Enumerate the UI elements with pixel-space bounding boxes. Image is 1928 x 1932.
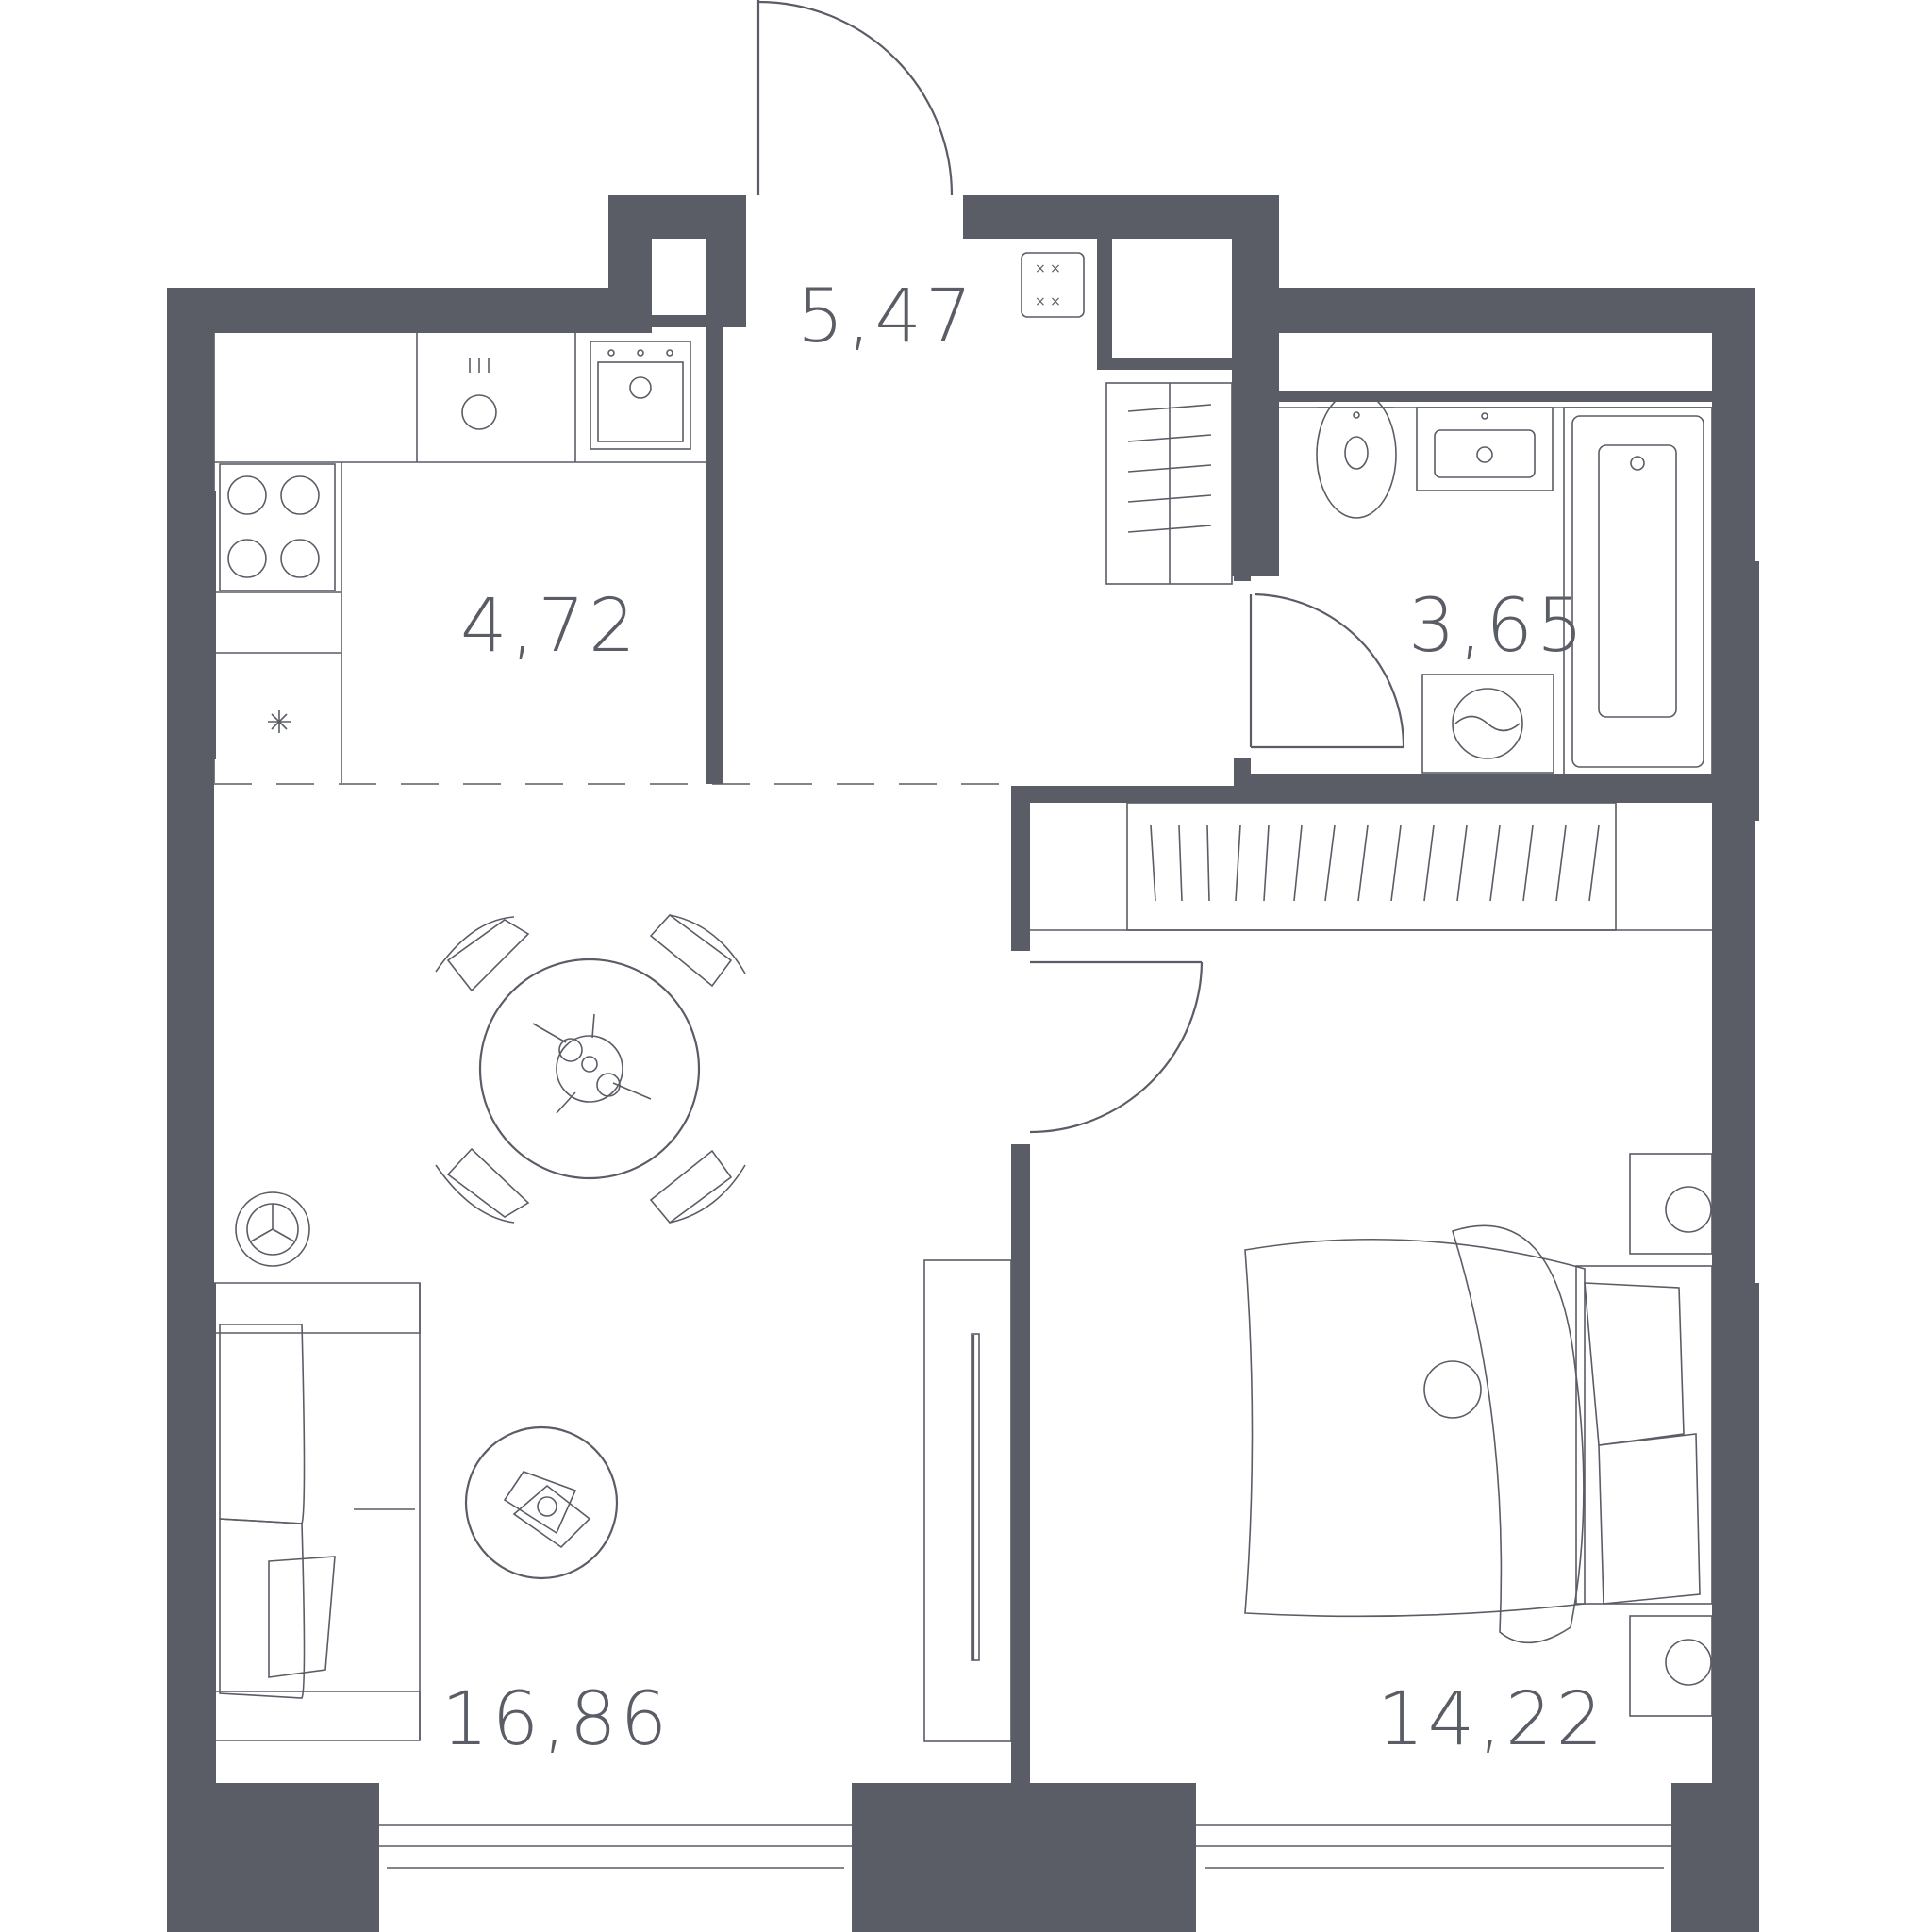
entry-door — [756, 0, 954, 196]
walls — [167, 195, 1759, 1932]
bathroom-furniture — [1250, 391, 1713, 776]
windows — [379, 1824, 1671, 1869]
kitchen-furniture — [213, 333, 1011, 785]
svg-text:× ×: × × — [1035, 261, 1061, 276]
area-label-hall: 5,47 — [797, 275, 976, 359]
svg-text:× ×: × × — [1035, 294, 1061, 309]
area-label-bedroom: 14,22 — [1377, 1677, 1607, 1762]
area-label-kitchen: 4,72 — [460, 584, 640, 669]
hall-furniture: × × × × — [1021, 252, 1405, 749]
bedroom-furniture — [1029, 802, 1713, 1717]
living-furniture — [214, 913, 1012, 1742]
area-label-bathroom: 3,65 — [1408, 584, 1587, 669]
area-label-living: 16,86 — [441, 1677, 672, 1762]
